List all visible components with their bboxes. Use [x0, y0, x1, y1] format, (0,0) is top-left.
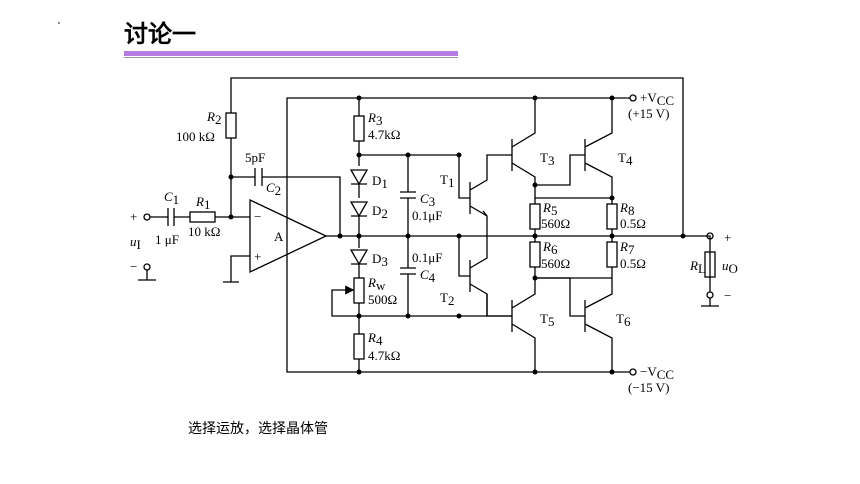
- r1-value: 10 kΩ: [188, 224, 220, 239]
- node-t2-base: [456, 233, 462, 239]
- t1-label: T1: [440, 172, 454, 190]
- resistors-r5-r8: [529, 198, 618, 236]
- node-inverting: [228, 214, 234, 220]
- node-t6-collector: [609, 369, 615, 375]
- opamp-minus: −: [254, 209, 261, 224]
- r6-label: R6: [542, 239, 558, 257]
- r5-value: 560Ω: [541, 216, 570, 231]
- uo-label: uO: [722, 258, 738, 276]
- node-r8-r7: [609, 233, 615, 239]
- r4-label: R4: [367, 330, 383, 348]
- node-opamp-out: [337, 233, 343, 239]
- node-r8-top: [609, 195, 615, 201]
- t6-label: T6: [616, 311, 631, 329]
- c1-value: 1 μF: [155, 232, 179, 247]
- r7-label: R7: [619, 239, 635, 257]
- node-t5-collector: [532, 369, 538, 375]
- r3-label: R3: [367, 110, 382, 128]
- r1-label: R1: [195, 194, 210, 212]
- t5-label: T5: [540, 311, 554, 329]
- t2-label: T2: [440, 290, 454, 308]
- r2-value: 100 kΩ: [176, 129, 215, 144]
- r6-value: 560Ω: [541, 256, 570, 271]
- feedback-wire: [230, 77, 684, 236]
- out-plus: +: [724, 230, 731, 245]
- title-underline: [124, 51, 458, 56]
- capacitor-c2: [231, 168, 341, 236]
- d1-label: D1: [372, 173, 388, 191]
- rw-label: Rw: [367, 275, 386, 293]
- transistors-t5-t6: [486, 277, 613, 372]
- slide-caption: 选择运放，选择晶体管: [188, 421, 328, 437]
- ui-label: uI: [130, 234, 141, 252]
- r4-value: 4.7kΩ: [368, 348, 400, 363]
- rl-label: RL: [689, 258, 706, 276]
- node-c4-bottom: [405, 313, 411, 319]
- c2-value: 5pF: [245, 150, 265, 165]
- c3-label: C3: [420, 191, 435, 209]
- opamp-plus: +: [254, 249, 261, 264]
- t4-label: T4: [618, 150, 633, 168]
- transistors-t1-t2: [458, 155, 488, 316]
- vcc-pos: +VCC: [640, 90, 674, 108]
- r2-label: R2: [206, 109, 221, 127]
- c2-label: C2: [266, 180, 281, 198]
- node-t2-bottom: [456, 313, 462, 319]
- bias-chain: [331, 98, 369, 372]
- node-c3-c4: [405, 233, 411, 239]
- r5-label: R5: [542, 200, 557, 218]
- d2-label: D2: [372, 203, 388, 221]
- c4-value: 0.1μF: [412, 250, 442, 265]
- c4-label: C4: [420, 267, 436, 285]
- out-minus: −: [724, 288, 731, 303]
- node-r4-bottom: [356, 369, 362, 375]
- node-t5-emitter: [532, 275, 538, 281]
- c3-value: 0.1μF: [412, 208, 442, 223]
- r8-value: 0.5Ω: [620, 216, 646, 231]
- node-r5-r6: [532, 233, 538, 239]
- vcc-neg: −VCC: [640, 364, 674, 382]
- opamp-label: A: [274, 229, 284, 244]
- r7-value: 0.5Ω: [620, 256, 646, 271]
- input-plus: +: [130, 209, 137, 224]
- d3-label: D3: [372, 251, 388, 269]
- rw-value: 500Ω: [368, 292, 397, 307]
- vcc-pos-value: (+15 V): [628, 106, 669, 121]
- r8-label: R8: [619, 200, 634, 218]
- node-r3-top: [356, 95, 362, 101]
- opamp: [223, 198, 359, 283]
- output-load: [683, 232, 719, 307]
- transistors-t3-t4: [486, 98, 613, 199]
- node-feedback: [228, 174, 234, 180]
- t3-label: T3: [540, 150, 554, 168]
- supply-rails: [286, 94, 637, 376]
- input-network: [138, 208, 250, 281]
- vcc-neg-value: (−15 V): [628, 380, 669, 395]
- title-underline-thin: [124, 57, 458, 58]
- node-t1-base: [456, 152, 462, 158]
- r3-value: 4.7kΩ: [368, 127, 400, 142]
- node-c3-top: [405, 152, 411, 158]
- node-t4-collector: [609, 95, 615, 101]
- node-t3-collector: [532, 95, 538, 101]
- input-minus: −: [130, 259, 137, 274]
- resistor-r2: [225, 112, 237, 139]
- slide-title: 讨论一: [124, 20, 196, 48]
- c1-label: C1: [164, 189, 179, 207]
- stray-dot: [58, 22, 60, 24]
- node-t3-emitter: [532, 182, 538, 188]
